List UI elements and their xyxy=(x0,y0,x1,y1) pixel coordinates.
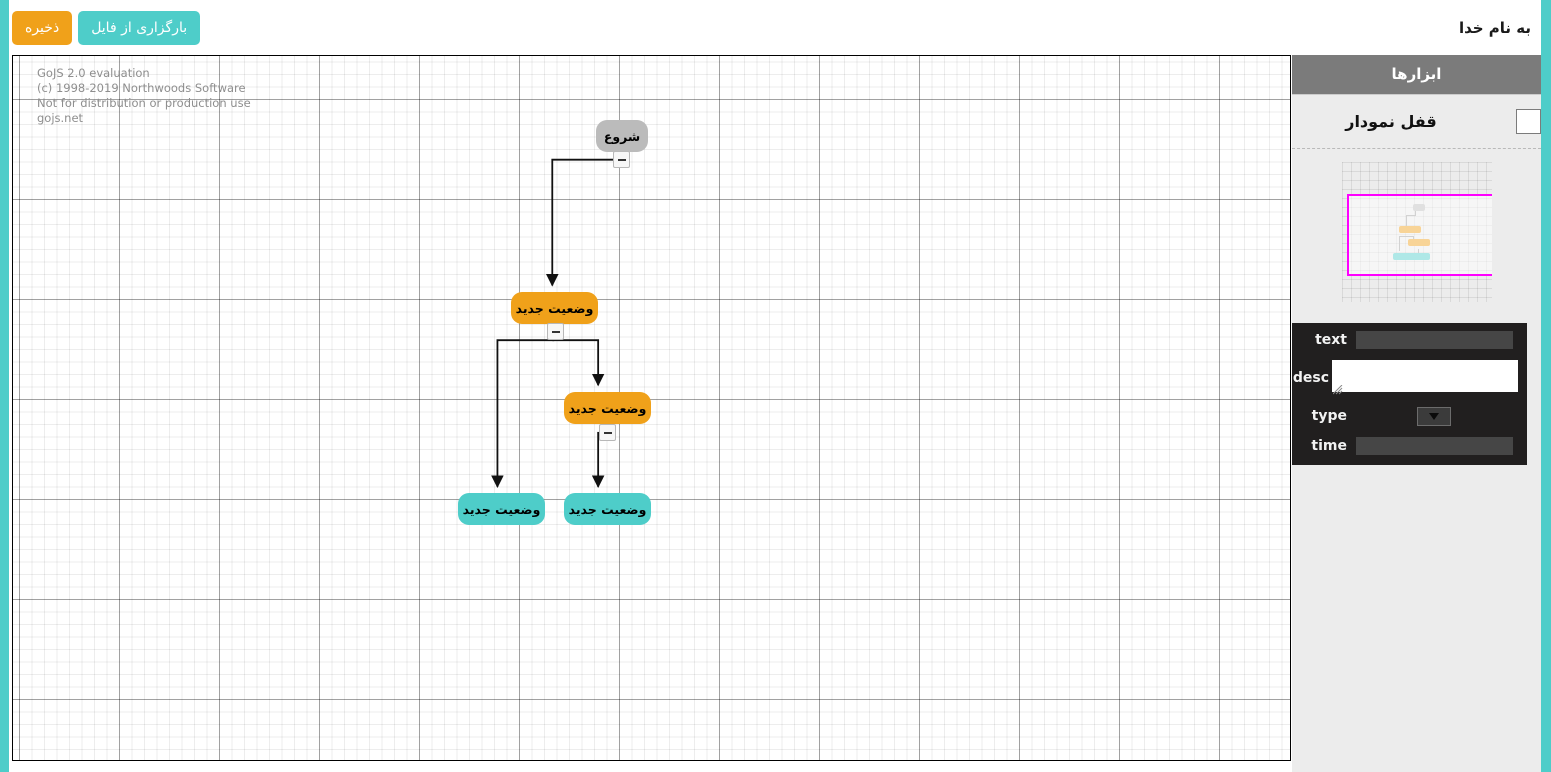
collapse-button-start[interactable] xyxy=(613,151,630,168)
inspector-label-time: time xyxy=(1311,438,1347,454)
tools-panel-header: ابزارها xyxy=(1292,55,1541,95)
inspector-row-text: text xyxy=(1301,330,1518,350)
node-start[interactable]: شروع xyxy=(596,120,648,152)
diagram-links-layer xyxy=(491,158,621,489)
desc-field[interactable] xyxy=(1332,360,1518,392)
time-field[interactable] xyxy=(1355,437,1513,455)
minimap-overview[interactable] xyxy=(1341,162,1492,302)
chevron-down-icon xyxy=(1429,412,1439,420)
node-label: وضعیت جدید xyxy=(515,300,594,316)
node-label: وضعیت جدید xyxy=(568,400,647,416)
text-field[interactable] xyxy=(1355,331,1513,349)
lock-diagram-row: قفل نمودار xyxy=(1292,95,1541,149)
node-end-1[interactable]: وضعیت جدید xyxy=(458,493,545,525)
top-toolbar: ذخیره بارگزاری از فایل xyxy=(12,11,201,45)
save-button[interactable]: ذخیره xyxy=(12,11,73,45)
inspector-row-time: time xyxy=(1301,436,1518,456)
link-state1-to-end1 xyxy=(491,331,555,489)
type-select[interactable] xyxy=(1417,406,1451,426)
lock-diagram-label: قفل نمودار xyxy=(1345,112,1437,131)
node-label: شروع xyxy=(603,128,641,144)
page-title: به نام خدا xyxy=(1458,19,1531,37)
collapse-button-state-2[interactable] xyxy=(599,424,616,441)
sidebar: ابزارها قفل نمودار xyxy=(1292,55,1541,772)
diagram-canvas[interactable]: GoJS 2.0 evaluation (c) 1998-2019 Northw… xyxy=(12,55,1291,761)
inspector-label-type: type xyxy=(1311,408,1347,424)
node-label: وضعیت جدید xyxy=(568,501,647,517)
inspector-label-text: text xyxy=(1315,332,1347,348)
link-start-to-state1 xyxy=(545,158,621,287)
properties-inspector: text desc xyxy=(1292,323,1527,465)
inspector-row-type: type xyxy=(1301,406,1518,426)
inspector-label-desc: desc xyxy=(1292,370,1329,386)
collapse-button-state-1[interactable] xyxy=(547,323,564,340)
inspector-row-desc: desc xyxy=(1293,360,1518,396)
node-state-2[interactable]: وضعیت جدید xyxy=(564,392,651,424)
node-end-2[interactable]: وضعیت جدید xyxy=(564,493,651,525)
lock-diagram-checkbox[interactable] xyxy=(1516,109,1541,134)
node-label: وضعیت جدید xyxy=(462,501,541,517)
load-from-file-button[interactable]: بارگزاری از فایل xyxy=(78,11,201,45)
minimap-viewport-rect[interactable] xyxy=(1346,194,1492,276)
node-state-1[interactable]: وضعیت جدید xyxy=(511,292,598,324)
